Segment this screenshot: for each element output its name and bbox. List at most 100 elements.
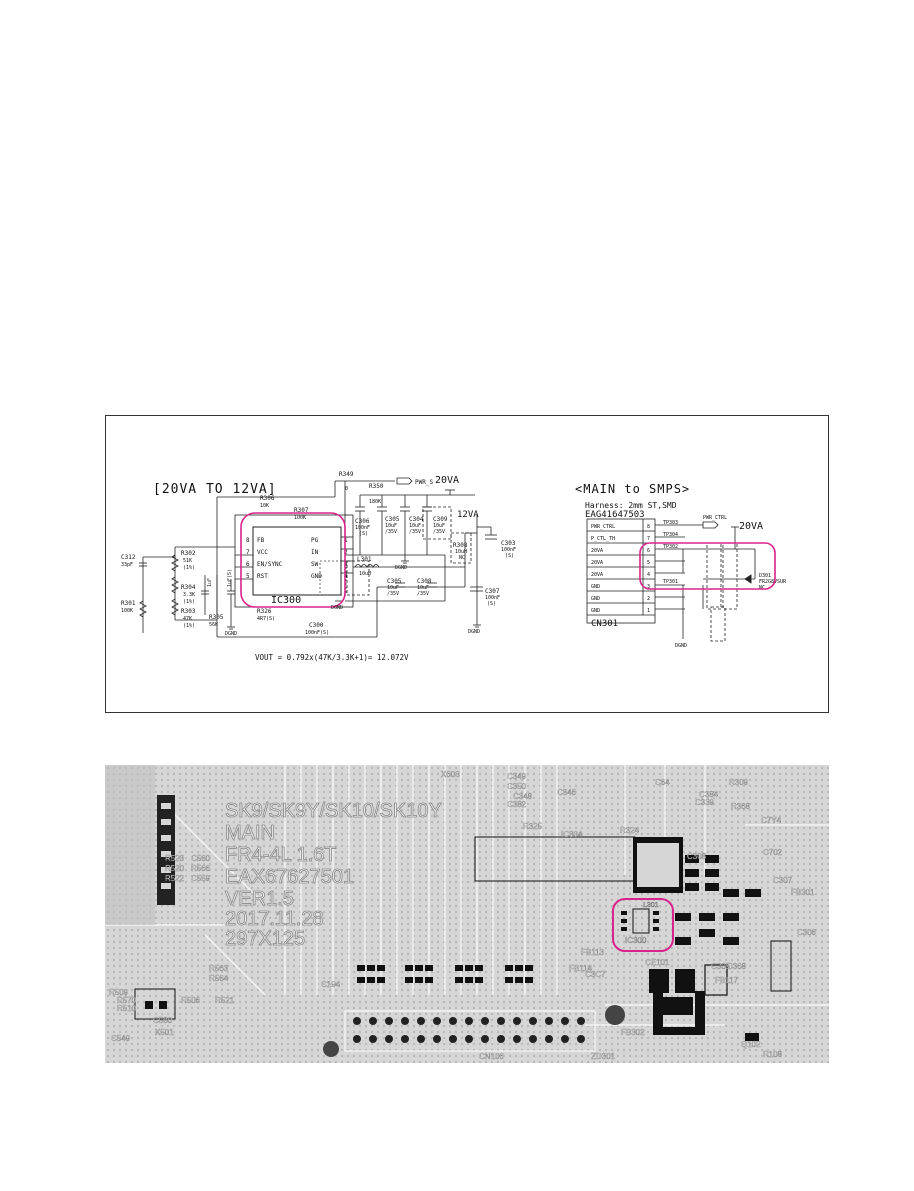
- part-value: 51K: [183, 558, 192, 564]
- part-note: (S): [505, 553, 514, 559]
- ic-pin-left: RST: [257, 573, 268, 580]
- part-volt: /35V: [409, 529, 421, 535]
- part-nc: NC: [759, 585, 765, 591]
- part-ref: R326: [257, 608, 272, 615]
- connector-pin-num: 2: [647, 596, 650, 602]
- part-ref: R304: [181, 584, 196, 591]
- part-ref: C308: [417, 578, 432, 585]
- ic-label: IC300: [271, 595, 301, 606]
- ic-pin-num: 4: [344, 573, 348, 580]
- ref-label: C350: [507, 782, 527, 791]
- ref-label: FB114: [569, 964, 593, 973]
- pcb-layout-panel: SK9/SK9Y/SK10/SK10Y MAIN FR4-4L 1.6T EAX…: [105, 765, 829, 1063]
- ic-pin-left: VCC: [257, 549, 268, 556]
- part-ref: C303: [501, 540, 516, 547]
- board-line: 297X125: [225, 928, 305, 950]
- ref-label: R325: [523, 822, 543, 831]
- ref-label: C348: [513, 792, 533, 801]
- part-value: 100nF: [501, 547, 516, 553]
- connector-pin-name: GND: [591, 584, 600, 590]
- ref-label: X501: [155, 1028, 174, 1037]
- ref-label: R523: [165, 854, 185, 863]
- connector-pin-name: 20VA: [591, 548, 603, 554]
- board-line: SK9/SK9Y/SK10/SK10Y: [225, 800, 442, 822]
- part-value: 100K: [121, 608, 133, 614]
- ref-label: R108: [763, 1050, 783, 1059]
- part-ref: R306: [260, 495, 275, 502]
- part-value: 56K: [209, 622, 218, 628]
- ref-label: C339: [695, 798, 715, 807]
- part-value: 1uF(S): [227, 569, 233, 587]
- ref-label: R510: [117, 1004, 137, 1013]
- part-value: 10uH: [359, 571, 371, 577]
- ref-label: C307: [773, 876, 793, 885]
- ic-pin-num: 5: [246, 573, 250, 580]
- board-line: 2017.11.28: [225, 908, 324, 930]
- part-nc: NC: [459, 555, 465, 561]
- ref-label: FB302: [621, 1028, 645, 1037]
- ground-symbols: [227, 560, 481, 630]
- connector-section: <MAIN to SMPS> Harness: 2mm ST,SMD EAG41…: [575, 482, 787, 649]
- ic-pin-num: 2: [344, 549, 348, 556]
- ref-label: R324: [620, 826, 640, 835]
- ref-label: R309: [729, 778, 749, 787]
- board-line: MAIN: [225, 822, 275, 844]
- ref-label: R564: [209, 974, 229, 983]
- ref-label: ZD301: [591, 1052, 616, 1061]
- board-line: FR4-4L 1.6T: [225, 844, 337, 866]
- ic-highlight-box: [240, 512, 346, 608]
- ref-label: R521: [215, 996, 235, 1005]
- ref-label: R520: [165, 864, 185, 873]
- ref-label: R506: [181, 996, 201, 1005]
- pcb-traces: [105, 765, 829, 1026]
- connector-pin-num: 8: [647, 524, 650, 530]
- board-line: VER1.5: [225, 888, 294, 910]
- ref-label: C7Y4: [761, 816, 782, 825]
- connector-pin-name: 20VA: [591, 572, 603, 578]
- ic-pin-right: PG: [311, 537, 319, 544]
- part-value: 10uF: [385, 523, 397, 529]
- ref-label: FB301: [791, 888, 815, 897]
- connector-pin-name: GND: [591, 608, 600, 614]
- part-ref: C309: [433, 516, 448, 523]
- net-label-pwr-ctrl: PWR_CTRL: [703, 515, 727, 521]
- ic-pin-right: SW: [311, 561, 319, 568]
- connector-pin-num: 7: [647, 536, 650, 542]
- ref-label: C382: [507, 800, 527, 809]
- ic-pin-num: 6: [246, 561, 250, 568]
- ref-label: C559: [191, 874, 211, 883]
- part-volt: /35V: [387, 591, 399, 597]
- ref-label: C549: [111, 1034, 131, 1043]
- ic-pin-right: GND: [311, 573, 322, 580]
- part-value: 100nF: [355, 525, 370, 531]
- component-refs: X603 C349 C350 C348 C346 C382 R325 IC304…: [109, 770, 817, 1061]
- ref-label: FB113: [581, 948, 605, 957]
- part-volt: /35V: [417, 591, 429, 597]
- power-area: [653, 940, 792, 1041]
- part-ref: C307: [485, 588, 500, 595]
- ref-label: FB117: [715, 976, 739, 985]
- part-value: 33pF: [121, 562, 133, 568]
- net-label-20va: 20VA: [739, 521, 763, 532]
- part-ref: R308: [453, 542, 468, 549]
- ref-label: CE101: [645, 958, 670, 967]
- test-point: TP302: [663, 544, 678, 550]
- part-value: 100nF: [485, 595, 500, 601]
- part-ref: C304: [409, 516, 424, 523]
- connector-pin-num: 5: [647, 560, 650, 566]
- ref-label: C308: [687, 852, 707, 861]
- connector-pin-num: 6: [647, 548, 650, 554]
- part-value: 100nF(S): [305, 630, 329, 636]
- test-point: TP304: [663, 532, 678, 538]
- ic-pin-num: 8: [246, 537, 250, 544]
- board-line: EAX67627501: [225, 866, 354, 888]
- test-point: TP303: [663, 520, 678, 526]
- vout-formula: VOUT = 0.792x(47K/3.3K+1)= 12.072V: [255, 653, 409, 662]
- ref-label: C306: [797, 928, 817, 937]
- part-volt: /35V: [385, 529, 397, 535]
- section-title: <MAIN to SMPS>: [575, 482, 690, 496]
- test-point: TP301: [663, 579, 678, 585]
- part-volt: /35V: [433, 529, 445, 535]
- ic-pin-left: EN/SYNC: [257, 561, 283, 568]
- ref-label: IC304: [561, 830, 583, 839]
